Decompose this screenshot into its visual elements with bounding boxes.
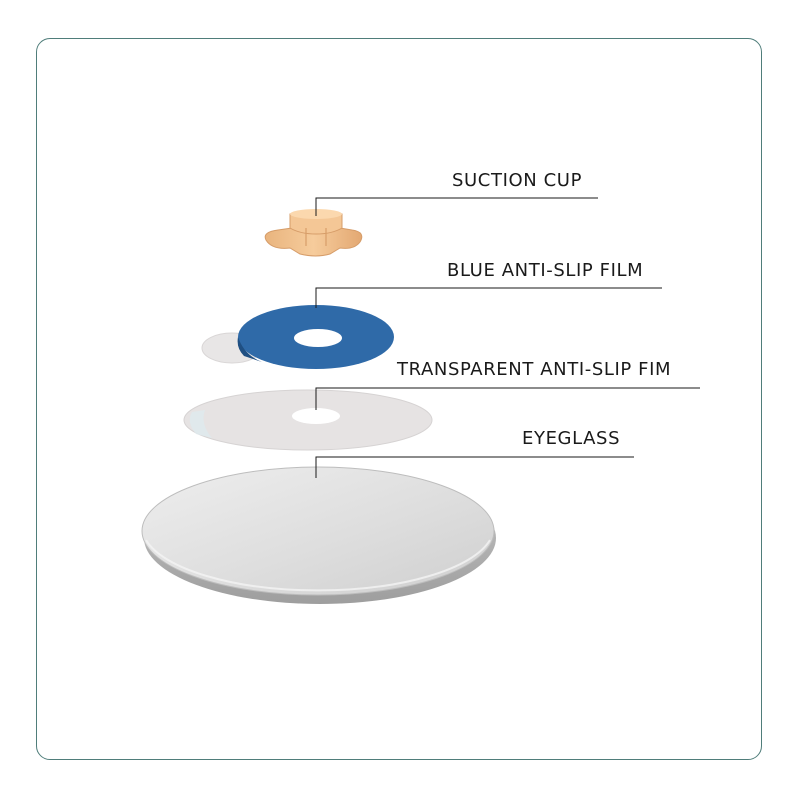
- blue-film-label: BLUE ANTI-SLIP FILM: [447, 260, 644, 281]
- suction-cup: [264, 209, 363, 257]
- eyeglass-leader: [315, 456, 634, 478]
- diagram-frame: [36, 38, 762, 760]
- suction-cup-leader: [315, 197, 598, 216]
- transparent-film-leader: [315, 387, 700, 410]
- transparent-film-label: TRANSPARENT ANTI-SLIP FIM: [397, 359, 672, 380]
- blue-film-leader: [315, 287, 662, 308]
- transparent-film: [183, 389, 433, 451]
- eyeglass-label: EYEGLASS: [522, 428, 621, 449]
- suction-cup-label: SUCTION CUP: [452, 170, 583, 191]
- eyeglass-lens: [141, 466, 496, 604]
- blue-film: [201, 305, 394, 369]
- leader-lines: [315, 197, 700, 478]
